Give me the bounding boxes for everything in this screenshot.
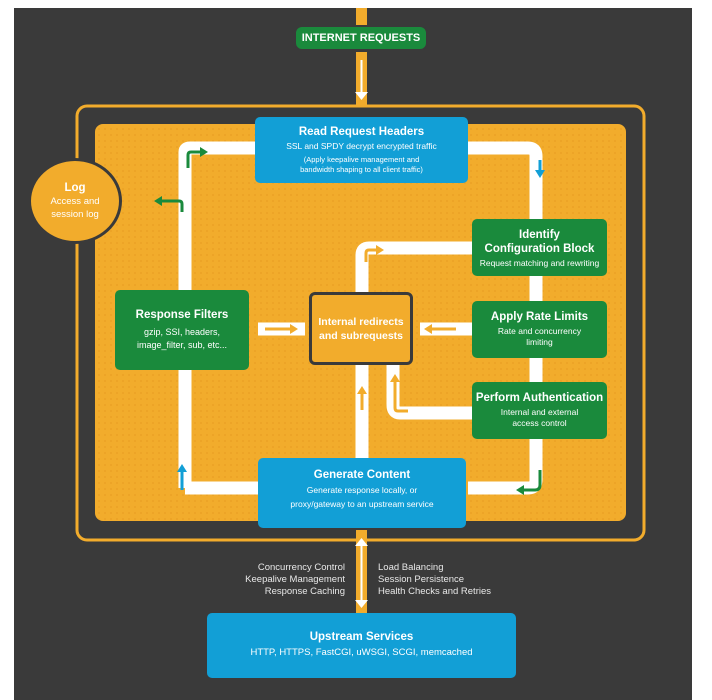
auth-title: Perform Authentication <box>475 392 604 404</box>
identify-title1: Identify <box>519 229 560 241</box>
auth-line2: access control <box>512 418 567 428</box>
filters-line2: image_filter, sub, etc... <box>136 340 228 350</box>
read-headers-line2: (Apply keepalive management and <box>303 155 420 164</box>
log-title: Log <box>64 182 86 194</box>
internet-requests-label: INTERNET REQUESTS <box>301 32 421 44</box>
identify-config-box: Identify Configuration Block Request mat… <box>472 219 607 276</box>
right-feature-2: Session Persistence <box>378 574 465 585</box>
internet-requests-badge: INTERNET REQUESTS <box>294 25 428 51</box>
filters-line1: gzip, SSI, headers, <box>143 327 221 337</box>
response-filters-box: Response Filters gzip, SSI, headers, ima… <box>115 290 249 370</box>
down-arrow-head <box>355 92 368 100</box>
internal-redirects-box: Internal redirects and subrequests <box>309 292 413 365</box>
right-feature-3: Health Checks and Retries <box>378 586 491 597</box>
rate-limits-line2: limiting <box>526 337 553 347</box>
log-line1: Access and <box>50 196 100 207</box>
log-line2: session log <box>51 209 99 220</box>
generate-line1: Generate response locally, or <box>306 485 418 495</box>
filters-title: Response Filters <box>135 309 229 321</box>
upstream-services-box: Upstream Services HTTP, HTTPS, FastCGI, … <box>207 613 516 678</box>
rate-limits-line1: Rate and concurrency <box>497 326 582 336</box>
internal-title1: Internal redirects <box>318 316 404 328</box>
proxy-features-right: Load Balancing Session Persistence Healt… <box>378 562 528 598</box>
left-feature-3: Response Caching <box>264 586 345 597</box>
left-feature-2: Keepalive Management <box>245 574 345 585</box>
internal-title2: and subrequests <box>318 330 404 342</box>
read-headers-title: Read Request Headers <box>298 126 425 138</box>
left-feature-1: Concurrency Control <box>257 562 345 573</box>
generate-content-box: Generate Content Generate response local… <box>258 458 466 528</box>
read-headers-line3: bandwidth shaping to all client traffic) <box>300 165 423 174</box>
upstream-sub: HTTP, HTTPS, FastCGI, uWSGI, SCGI, memca… <box>250 647 473 658</box>
identify-title2: Configuration Block <box>484 243 595 255</box>
auth-line1: Internal and external <box>500 407 579 417</box>
top-connector <box>356 8 367 28</box>
read-headers-line1: SSL and SPDY decrypt encrypted traffic <box>286 141 437 151</box>
generate-title: Generate Content <box>313 469 411 481</box>
upstream-title: Upstream Services <box>309 631 414 643</box>
down-arrow-head-bottom <box>355 600 368 608</box>
flow-arrows <box>154 147 545 495</box>
read-request-headers-box: Read Request Headers SSL and SPDY decryp… <box>255 117 468 183</box>
rate-limits-box: Apply Rate Limits Rate and concurrency l… <box>472 301 607 358</box>
proxy-features-left: Concurrency Control Keepalive Management… <box>205 562 345 598</box>
identify-sub: Request matching and rewriting <box>479 258 600 268</box>
generate-line2: proxy/gateway to an upstream service <box>290 499 434 509</box>
right-feature-1: Load Balancing <box>378 562 444 573</box>
log-circle: Log Access and session log <box>28 158 122 244</box>
authentication-box: Perform Authentication Internal and exte… <box>472 382 607 439</box>
up-arrow-head <box>355 538 368 546</box>
rate-limits-title: Apply Rate Limits <box>490 311 589 323</box>
